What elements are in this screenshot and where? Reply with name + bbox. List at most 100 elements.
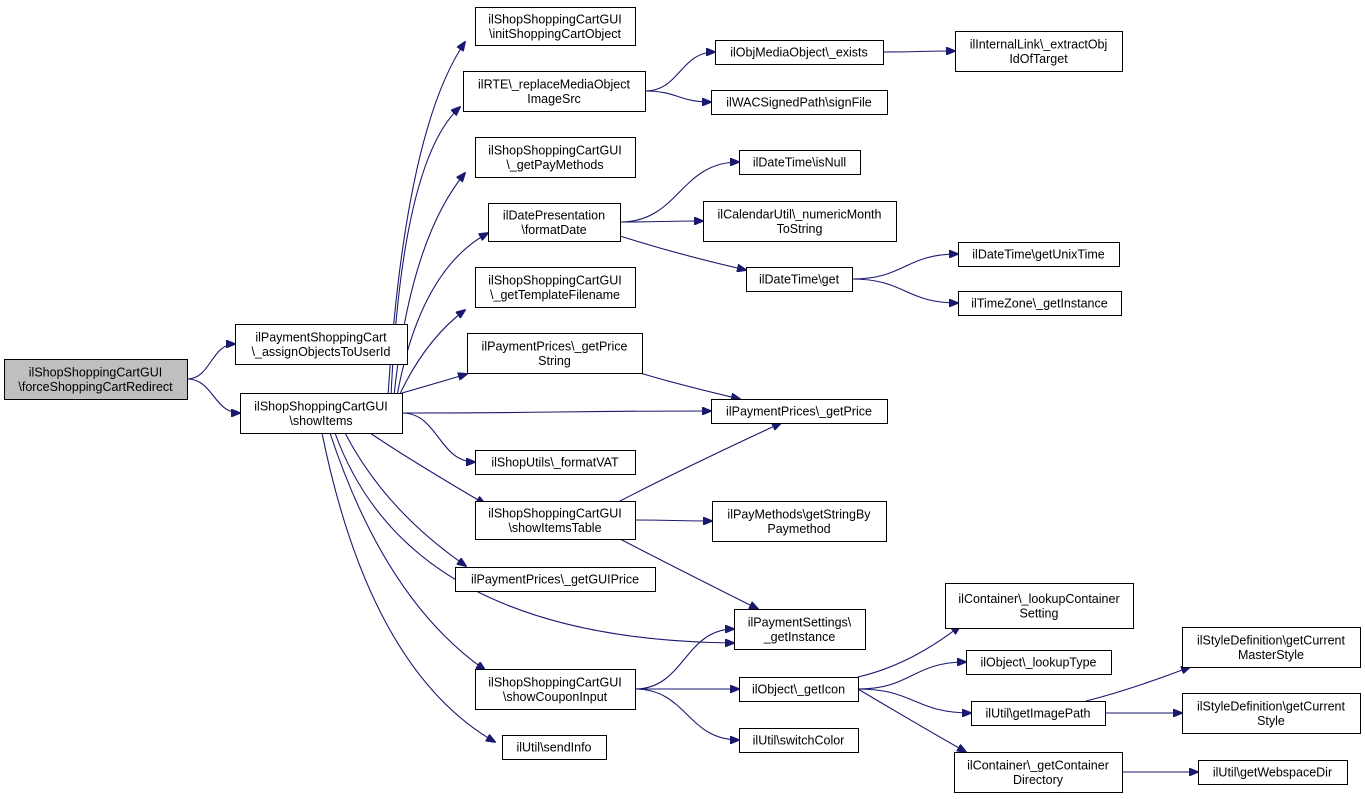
edge-get-icon-to-lookup-type [857, 662, 966, 690]
node-box [955, 31, 1123, 72]
node-box [966, 650, 1112, 675]
node-label-line: Setting [1020, 606, 1059, 620]
node-dt-get[interactable]: ilDateTime\get [746, 267, 853, 292]
node-label-line: ilPaymentPrices\_getPrice [726, 405, 872, 419]
node-send-info[interactable]: ilUtil\sendInfo [502, 735, 607, 760]
node-label-line: IdOfTarget [1009, 52, 1068, 66]
node-label-line: ImageSrc [527, 92, 581, 106]
node-root[interactable]: ilShopShoppingCartGUI\forceShoppingCartR… [4, 359, 188, 400]
node-label-line: ilUtil\sendInfo [516, 741, 591, 755]
node-image-path[interactable]: ilUtil\getImagePath [971, 701, 1106, 726]
node-tz-inst[interactable]: ilTimeZone\_getInstance [958, 291, 1122, 316]
node-show-items[interactable]: ilShopShoppingCartGUI\showItems [240, 393, 403, 434]
node-label-line: ilCalendarUtil\_numericMonth [718, 207, 882, 221]
node-label-line: \forceShoppingCartRedirect [18, 380, 173, 394]
edge-date-pres-to-cal-util [619, 221, 703, 222]
node-items-table[interactable]: ilShopShoppingCartGUI\showItemsTable [475, 501, 636, 540]
edge-get-icon-to-image-path [857, 688, 971, 713]
node-gui-price[interactable]: ilPaymentPrices\_getGUIPrice [455, 567, 656, 592]
node-vat[interactable]: ilShopUtils\_formatVAT [475, 450, 636, 475]
node-box [1182, 627, 1361, 668]
node-label-line: ilDatePresentation [503, 208, 605, 222]
node-box [475, 450, 636, 475]
node-box [488, 203, 621, 242]
node-box [734, 609, 866, 650]
node-mob-exists[interactable]: ilObjMediaObject\_exists [715, 40, 884, 65]
node-label-line: ilShopShoppingCartGUI [29, 365, 162, 379]
edge-show-items-to-price-str [401, 374, 467, 394]
node-label-line: ilContainer\_getContainer [967, 758, 1109, 772]
edge-coupon-to-pay-settings [634, 629, 734, 690]
node-coupon[interactable]: ilShopShoppingCartGUI\showCouponInput [475, 669, 636, 710]
node-pay-methods[interactable]: ilShopShoppingCartGUI\_getPayMethods [475, 137, 636, 178]
edge-show-items-to-tpl-file [398, 310, 465, 397]
node-is-null[interactable]: ilDateTime\isNull [739, 150, 861, 175]
node-label-line: ilContainer\_lookupContainer [958, 592, 1119, 606]
node-box [475, 137, 636, 178]
edge-rte-to-sign-file [644, 90, 711, 102]
node-date-pres[interactable]: ilDatePresentation\formatDate [488, 203, 621, 242]
node-label-line: ilWACSignedPath\signFile [726, 96, 871, 110]
node-box [739, 150, 861, 175]
edge-items-table-to-str-by-pay [634, 520, 712, 521]
edge-coupon-to-switch-color [634, 688, 739, 740]
node-label-line: \showItems [289, 414, 352, 428]
edge-dt-get-to-tz-inst [851, 278, 958, 303]
node-assign[interactable]: ilPaymentShoppingCart\_assignObjectsToUs… [235, 324, 408, 365]
node-label-line: ilShopShoppingCartGUI [488, 143, 621, 157]
node-box [235, 324, 408, 365]
node-label-line: ilPaymentSettings\ [748, 615, 852, 629]
node-label-line: ilRTE\_replaceMediaObject [478, 77, 630, 91]
node-box [1182, 693, 1361, 734]
node-box [739, 728, 859, 753]
node-box [475, 7, 636, 46]
node-sign-file[interactable]: ilWACSignedPath\signFile [711, 90, 888, 115]
node-box [475, 669, 636, 710]
edge-get-icon-to-cont-dir [857, 688, 966, 752]
node-box [711, 90, 888, 115]
node-box [475, 501, 636, 540]
node-label-line: Style [1257, 714, 1285, 728]
node-unix-time[interactable]: ilDateTime\getUnixTime [958, 242, 1120, 267]
node-webspace[interactable]: ilUtil\getWebspaceDir [1198, 760, 1348, 785]
node-tpl-file[interactable]: ilShopShoppingCartGUI\_getTemplateFilena… [475, 267, 636, 308]
node-label-line: ilShopShoppingCartGUI [488, 12, 621, 26]
node-box [712, 501, 887, 542]
node-label-line: _getInstance [763, 630, 836, 644]
node-init-cart[interactable]: ilShopShoppingCartGUI\initShoppingCartOb… [475, 7, 636, 46]
edge-show-items-to-vat [401, 412, 475, 462]
node-label-line: String [538, 354, 571, 368]
node-label-line: ilTimeZone\_getInstance [971, 297, 1107, 311]
edge-show-items-to-send-info [321, 432, 495, 742]
node-switch-color[interactable]: ilUtil\switchColor [739, 728, 859, 753]
node-label-line: \showCouponInput [503, 690, 608, 704]
node-get-icon[interactable]: ilObject\_getIcon [739, 677, 859, 702]
node-box [240, 393, 403, 434]
node-label-line: Directory [1013, 773, 1064, 787]
node-lookup-type[interactable]: ilObject\_lookupType [966, 650, 1112, 675]
node-label-line: ilShopShoppingCartGUI [488, 273, 621, 287]
node-box [954, 752, 1123, 793]
node-label-line: \_getPayMethods [506, 158, 603, 172]
node-label-line: ilShopShoppingCartGUI [488, 675, 621, 689]
node-label-line: Paymethod [767, 522, 830, 536]
node-label-line: ilInternalLink\_extractObj [970, 37, 1108, 51]
node-box [739, 677, 859, 702]
node-pay-settings[interactable]: ilPaymentSettings\_getInstance [734, 609, 866, 650]
node-label-line: ilDateTime\isNull [753, 156, 846, 170]
node-label-line: ilUtil\getImagePath [986, 707, 1091, 721]
nodes-layer: ilShopShoppingCartGUI\forceShoppingCartR… [4, 7, 1361, 793]
node-box [703, 201, 897, 242]
node-box [746, 267, 853, 292]
node-get-price[interactable]: ilPaymentPrices\_getPrice [711, 399, 888, 424]
